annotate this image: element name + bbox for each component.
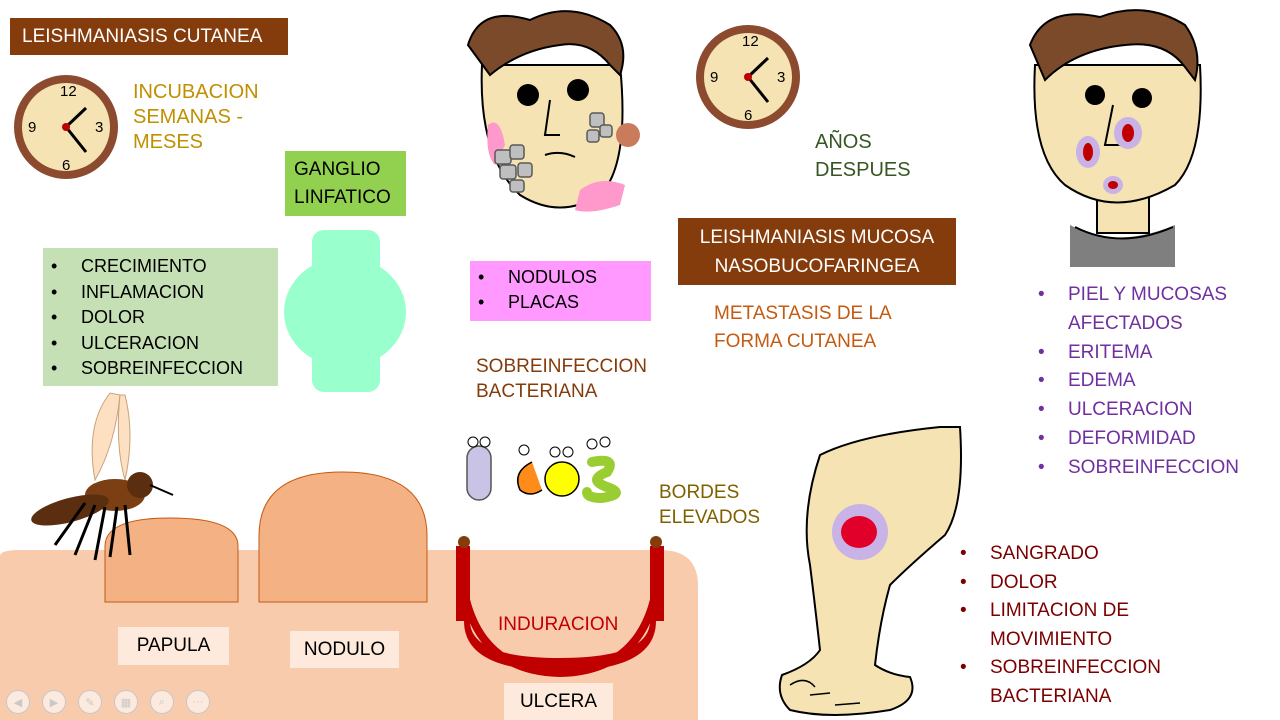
more-options-icon[interactable]: ··· xyxy=(186,690,210,714)
mucosa-title: LEISHMANIASIS MUCOSA NASOBUCOFARINGEA xyxy=(678,218,956,285)
bordes-line-1: BORDES xyxy=(659,482,740,503)
leg-item: SOBREINFECCION xyxy=(952,654,1161,683)
ganglio-line-2: LINFATICO xyxy=(294,187,391,208)
pen-tool-icon[interactable]: ✎ xyxy=(78,690,102,714)
lymph-node-shape xyxy=(284,230,406,392)
leg-item: SANGRADO xyxy=(952,540,1161,569)
face-icon xyxy=(466,10,640,212)
anos-line-2: DESPUES xyxy=(815,159,911,181)
anos-line-1: AÑOS xyxy=(815,131,872,153)
slides-grid-icon[interactable]: ▦ xyxy=(114,690,138,714)
svg-text:9: 9 xyxy=(710,69,718,86)
incubacion-line-3: MESES xyxy=(133,131,204,153)
ganglio-line-1: GANGLIO xyxy=(294,159,381,180)
mucosa-item-continuation: AFECTADOS xyxy=(1030,310,1239,339)
leg-icon xyxy=(778,426,962,716)
symptom-item: ULCERACION xyxy=(43,331,278,357)
metastasis-text: METASTASIS DE LA FORMA CUTANEA xyxy=(714,300,892,356)
nodulo-label: NODULO xyxy=(290,631,399,668)
svg-text:12: 12 xyxy=(60,83,77,100)
sobreinfeccion-line-2: BACTERIANA xyxy=(476,381,598,402)
leg-item-text: BACTERIANA xyxy=(990,685,1112,707)
svg-text:6: 6 xyxy=(62,157,70,174)
symptom-item: CRECIMIENTO xyxy=(43,254,278,280)
cutanea-symptoms-box: CRECIMIENTO INFLAMACION DOLOR ULCERACION… xyxy=(43,248,278,386)
metastasis-line-2: FORMA CUTANEA xyxy=(714,331,877,352)
leg-item: DOLOR xyxy=(952,569,1161,598)
incubacion-line-1: INCUBACION xyxy=(133,81,259,103)
sobreinfeccion-line-1: SOBREINFECCION xyxy=(476,356,648,377)
placas-item: PLACAS xyxy=(470,290,651,315)
mucosa-symptoms: PIEL Y MUCOSAS AFECTADOS ERITEMA EDEMA U… xyxy=(1030,281,1239,483)
mucosa-item: ULCERACION xyxy=(1030,396,1239,425)
zoom-icon[interactable]: ⌕ xyxy=(150,690,174,714)
mucosa-title-line-1: LEISHMANIASIS MUCOSA xyxy=(699,227,935,248)
svg-text:6: 6 xyxy=(744,107,752,124)
symptom-item: INFLAMACION xyxy=(43,280,278,306)
symptom-item: DOLOR xyxy=(43,305,278,331)
leg-item-text: MOVIMIENTO xyxy=(990,628,1113,650)
prev-slide-button[interactable]: ◀ xyxy=(6,690,30,714)
metastasis-line-1: METASTASIS DE LA xyxy=(714,303,892,324)
svg-text:12: 12 xyxy=(742,33,759,50)
ganglio-label: GANGLIO LINFATICO xyxy=(285,151,406,216)
svg-text:3: 3 xyxy=(95,119,103,136)
nodulos-item: NODULOS xyxy=(470,265,651,290)
leg-symptoms: SANGRADO DOLOR LIMITACION DE MOVIMIENTO … xyxy=(952,540,1161,712)
leg-item-continuation: BACTERIANA xyxy=(952,683,1161,712)
face-icon xyxy=(1028,9,1202,267)
sobreinfeccion-text: SOBREINFECCION BACTERIANA xyxy=(476,354,647,404)
mucosa-item: DEFORMIDAD xyxy=(1030,425,1239,454)
mosquito-icon xyxy=(31,392,174,561)
leg-item-continuation: MOVIMIENTO xyxy=(952,626,1161,655)
incubacion-line-2: SEMANAS - xyxy=(133,106,244,128)
svg-text:3: 3 xyxy=(777,69,785,86)
clock-icon: 12 3 6 9 xyxy=(14,75,118,179)
mucosa-item: ERITEMA xyxy=(1030,339,1239,368)
mucosa-item: PIEL Y MUCOSAS xyxy=(1030,281,1239,310)
leg-item: LIMITACION DE xyxy=(952,597,1161,626)
bacteria-icon xyxy=(466,436,621,504)
nodulos-box: NODULOS PLACAS xyxy=(470,261,651,321)
anos-text: AÑOS DESPUES xyxy=(815,128,911,184)
mucosa-item-text: AFECTADOS xyxy=(1068,312,1183,334)
bordes-line-2: ELEVADOS xyxy=(659,507,761,528)
symptom-item: SOBREINFECCION xyxy=(43,356,278,382)
ulcera-label: ULCERA xyxy=(504,683,613,720)
mucosa-title-line-2: NASOBUCOFARINGEA xyxy=(714,256,920,277)
svg-text:9: 9 xyxy=(28,119,36,136)
clock-icon: 12 3 6 9 xyxy=(696,25,800,129)
bordes-text: BORDES ELEVADOS xyxy=(659,480,760,530)
mucosa-item: EDEMA xyxy=(1030,367,1239,396)
next-slide-button[interactable]: ▶ xyxy=(42,690,66,714)
cutanea-title: LEISHMANIASIS CUTANEA xyxy=(10,18,288,55)
induracion-label: INDURACION xyxy=(498,614,619,635)
papula-label: PAPULA xyxy=(118,627,229,665)
mucosa-item: SOBREINFECCION xyxy=(1030,454,1239,483)
incubacion-text: INCUBACION SEMANAS - MESES xyxy=(133,80,259,155)
